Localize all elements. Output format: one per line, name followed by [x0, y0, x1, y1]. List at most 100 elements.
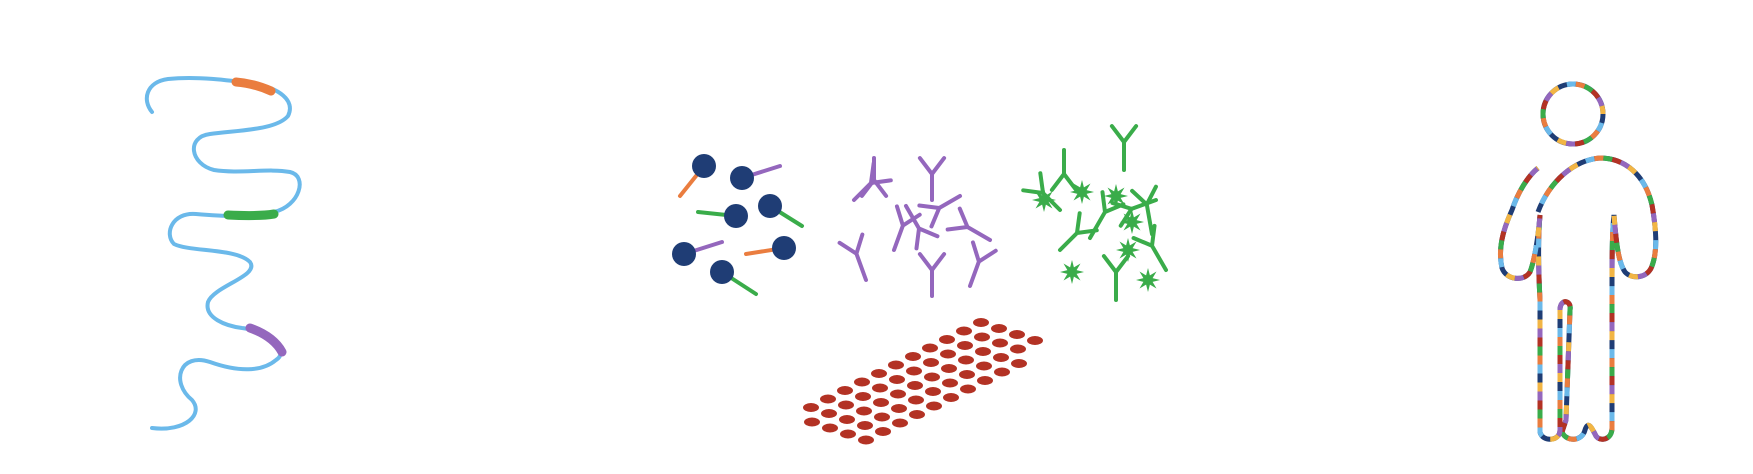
- chip-spot: [840, 429, 856, 439]
- chip-spot: [871, 369, 887, 378]
- antibody: [1109, 124, 1139, 172]
- chip-spot: [941, 364, 957, 373]
- chip-spot: [803, 403, 819, 412]
- figure-body: [1497, 155, 1659, 442]
- chip-spot: [837, 386, 853, 395]
- chip-spot: [940, 349, 956, 359]
- chip-spot: [892, 418, 908, 428]
- chip-spot: [926, 401, 942, 411]
- bead: [710, 260, 734, 284]
- chip-spot: [875, 427, 891, 436]
- dna-segment-green: [223, 209, 279, 221]
- chip-spot: [975, 347, 991, 356]
- figure-body-stripe: [1497, 155, 1659, 442]
- chip-spot: [1011, 359, 1027, 368]
- chip-spot: [959, 370, 975, 379]
- chip-spot: [977, 376, 993, 385]
- figure-body-stripe: [1497, 155, 1659, 442]
- chip-spot: [854, 377, 870, 387]
- chip-spot: [838, 400, 854, 410]
- chip-spot: [890, 389, 906, 399]
- figure-body-stripe: [1497, 155, 1659, 442]
- bead: [724, 204, 748, 228]
- dna-segment-orange: [231, 77, 276, 96]
- human-figure-icon: [1497, 81, 1659, 442]
- chip-spot: [872, 383, 888, 393]
- chip-spot: [960, 384, 976, 394]
- beads-with-probes-icon: [672, 154, 804, 296]
- chip-spot: [839, 415, 855, 424]
- bead: [672, 242, 696, 266]
- figure-body-stripe: [1497, 155, 1659, 442]
- chip-spot: [1009, 330, 1025, 339]
- chip-spot: [943, 393, 959, 402]
- chip-spot: [820, 394, 836, 404]
- antibody: [852, 161, 893, 202]
- bead: [692, 154, 716, 178]
- antibody: [837, 232, 868, 282]
- antigen-star: [1060, 260, 1084, 284]
- chip-spot: [821, 409, 837, 418]
- figure-body-stripe: [1497, 155, 1659, 442]
- bead: [772, 236, 796, 260]
- chip-spot: [889, 375, 905, 384]
- antibody: [968, 240, 998, 288]
- antigen-star: [1070, 180, 1094, 204]
- antigen-star: [1104, 184, 1128, 208]
- chip-spot: [1027, 336, 1043, 345]
- chip-spot: [925, 387, 941, 396]
- chip-spot: [907, 381, 923, 390]
- chip-spot: [922, 343, 938, 353]
- dna-strand-line: [144, 75, 302, 431]
- chip-spot: [974, 332, 990, 342]
- antibody: [1058, 211, 1099, 252]
- antibody: [917, 252, 947, 298]
- antibody: [917, 156, 947, 202]
- chip-spot: [923, 358, 939, 367]
- antibody: [1101, 254, 1131, 302]
- chip-spot: [905, 352, 921, 361]
- chip-spot: [973, 318, 989, 327]
- bead: [730, 166, 754, 190]
- dna-segment-purple: [245, 323, 287, 357]
- chip-spot: [942, 378, 958, 388]
- chip-spot: [976, 361, 992, 371]
- figure-body-stripe: [1497, 155, 1659, 442]
- chip-spot: [804, 417, 820, 427]
- chip-spot: [957, 341, 973, 350]
- chip-spot: [874, 412, 890, 422]
- chip-spot: [1010, 344, 1026, 354]
- chip-spot: [991, 324, 1007, 333]
- antibody: [1131, 223, 1168, 272]
- chip-spot: [891, 404, 907, 413]
- chip-spot: [873, 398, 889, 407]
- chip-spot: [857, 421, 873, 430]
- microarray-chip-icon: [803, 318, 1043, 445]
- figure-head-stripe: [1540, 81, 1606, 147]
- chip-spot: [906, 366, 922, 376]
- chip-spot: [939, 335, 955, 344]
- chip-spot: [924, 372, 940, 382]
- figure-head-stripe: [1540, 81, 1606, 147]
- antibody: [917, 194, 962, 229]
- figure-head-stripe: [1540, 81, 1606, 147]
- antigen-star: [1136, 268, 1160, 292]
- antigen-star: [1032, 188, 1056, 212]
- antigen-star: [1120, 210, 1144, 234]
- chip-spot: [855, 392, 871, 401]
- figure-head-stripe: [1540, 81, 1606, 147]
- antibody: [1049, 148, 1079, 192]
- chip-spot: [956, 326, 972, 336]
- chip-spot: [992, 338, 1008, 348]
- chip-spot: [858, 435, 874, 445]
- dna-strand-icon: [144, 75, 302, 431]
- antibody: [1088, 190, 1126, 240]
- antigen-star: [1116, 238, 1140, 262]
- chip-spot: [994, 367, 1010, 377]
- antibodies-icon: [837, 156, 998, 298]
- chip-spot: [908, 395, 924, 405]
- chip-spot: [822, 423, 838, 433]
- antibody: [904, 204, 940, 251]
- antibody: [945, 206, 992, 242]
